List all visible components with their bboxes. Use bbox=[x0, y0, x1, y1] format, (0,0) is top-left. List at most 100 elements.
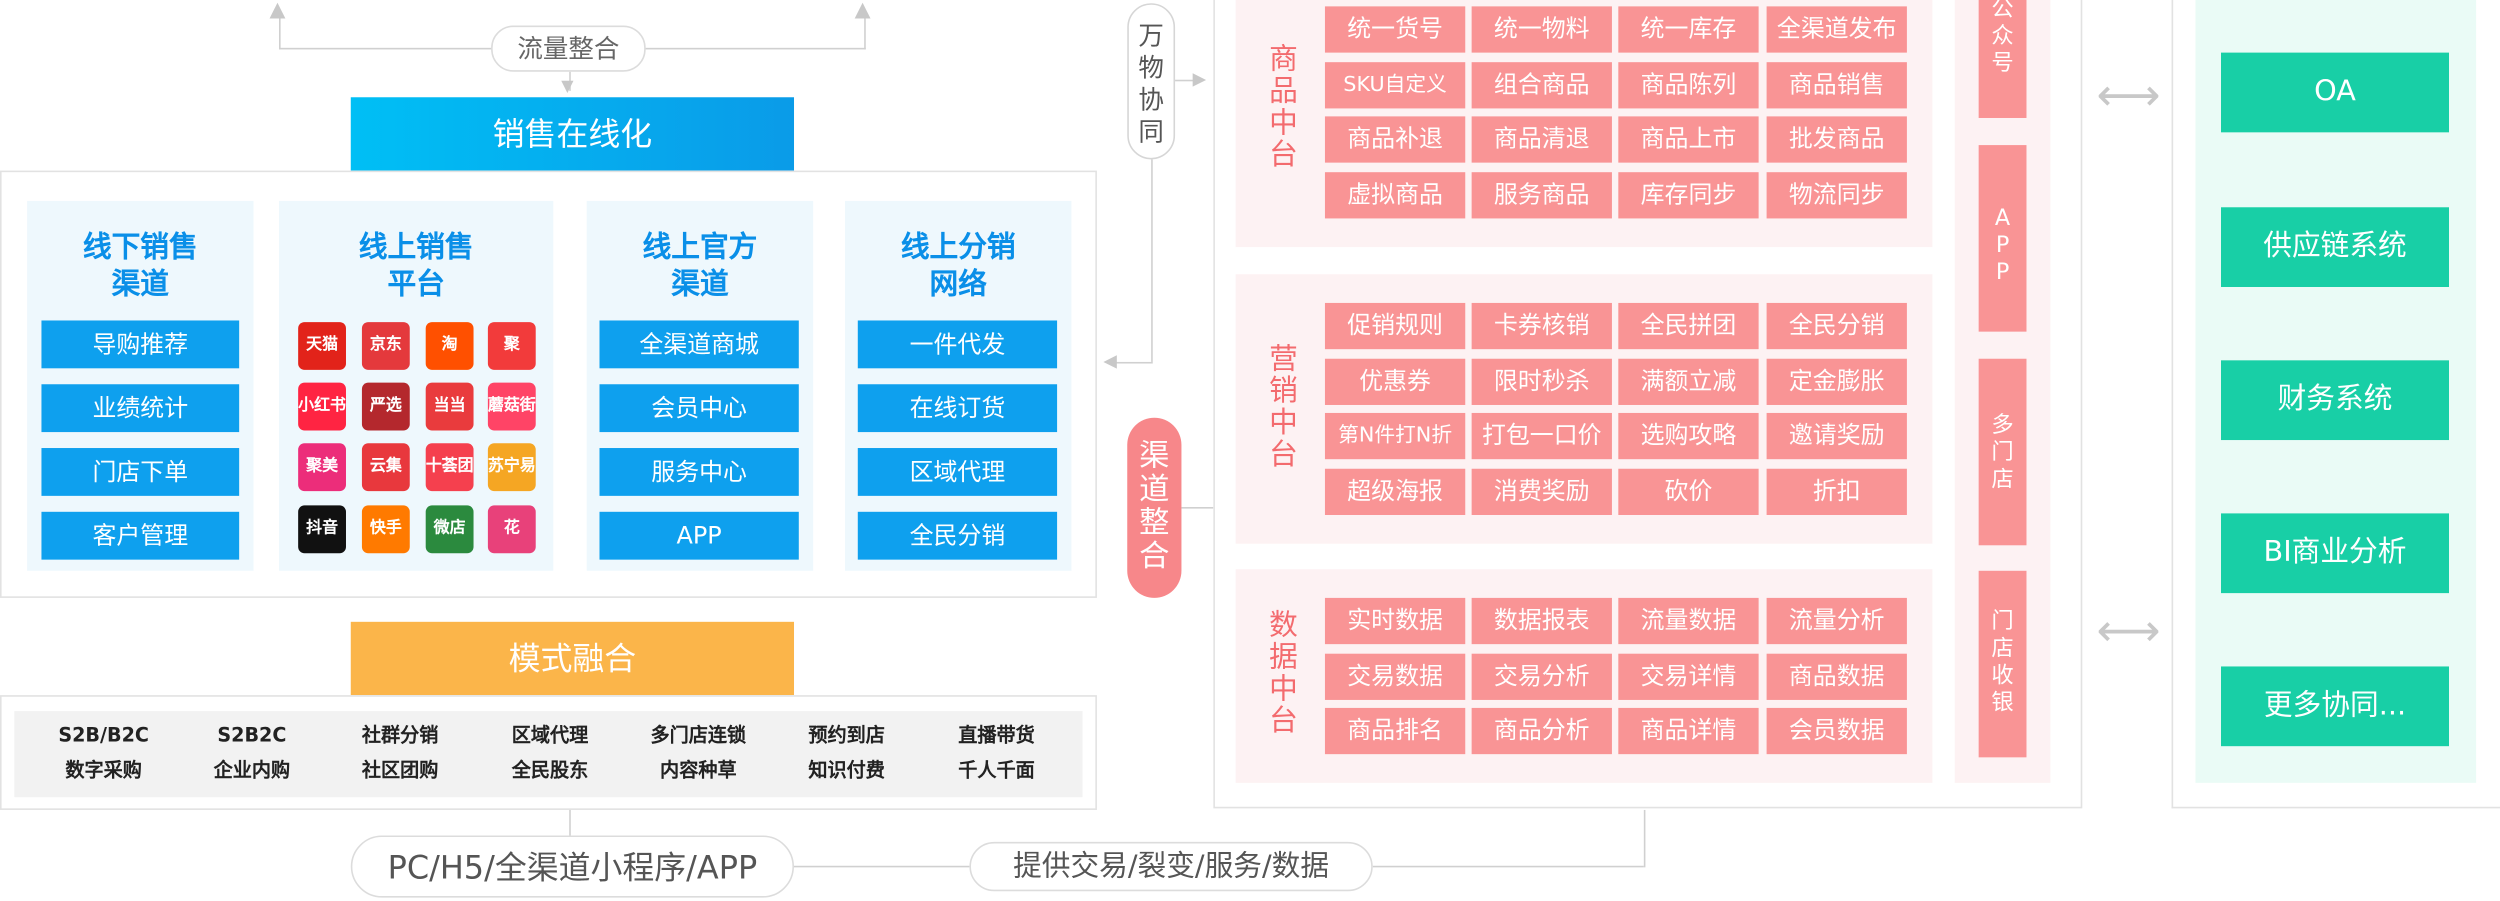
platform-item: 流量数据 bbox=[1618, 597, 1759, 645]
platform-logo-icon: 当当 bbox=[425, 382, 474, 431]
platform-logo-icon: 京东 bbox=[361, 322, 410, 370]
offline-channel-card: 线下销售 渠道 导购推荐 业绩统计 门店下单 客户管理 bbox=[27, 200, 254, 571]
platform-title: 数据中台 bbox=[1269, 609, 1298, 739]
channel-title: 线下销售 bbox=[82, 231, 198, 265]
connector-line bbox=[1372, 865, 1644, 868]
mode-item: S2B/B2C bbox=[58, 723, 149, 747]
platform-item: 满额立减 bbox=[1618, 357, 1759, 405]
platform-item: 商品陈列 bbox=[1618, 61, 1759, 108]
platform-item: 流量分析 bbox=[1766, 597, 1907, 645]
distribution-network-card: 线上分销 网络 一件代发 在线订货 区域代理 全民分销 bbox=[845, 200, 1072, 571]
platform-item: 折扣 bbox=[1766, 467, 1907, 515]
platform-title: 营销中台 bbox=[1269, 342, 1298, 472]
platform-item: 限时秒杀 bbox=[1471, 357, 1612, 405]
channel-item: 会员中心 bbox=[599, 384, 799, 433]
channel-item: 全民分销 bbox=[857, 511, 1058, 560]
mode-item: 预约到店 bbox=[808, 723, 885, 747]
platform-item: 统一货号 bbox=[1324, 6, 1466, 53]
platform-logo-icon: 花 bbox=[487, 505, 536, 554]
channel-integration-label: 渠道整合 bbox=[1139, 438, 1170, 574]
platform-item: SKU自定义 bbox=[1324, 61, 1466, 108]
platform-logo-icon: 苏宁易购 bbox=[487, 443, 536, 492]
mode-item: 内容种草 bbox=[660, 758, 737, 782]
platform-logo-icon: 小红书 bbox=[298, 382, 346, 431]
platform-logo-icon: 十荟团 bbox=[425, 443, 474, 492]
platform-item: 全民拼团 bbox=[1618, 302, 1759, 350]
platform-item: 商品分析 bbox=[1471, 707, 1612, 755]
platform-logo-icon: 天猫 bbox=[298, 322, 346, 370]
channel-item: 导购推荐 bbox=[41, 320, 240, 369]
platform-item: 统一库存 bbox=[1618, 6, 1759, 53]
channel-item: 区域代理 bbox=[857, 448, 1058, 496]
connector-line bbox=[1175, 79, 1198, 82]
system-oa: OA bbox=[2220, 52, 2449, 133]
platform-item: 库存同步 bbox=[1618, 171, 1759, 218]
platform-item: 商品排名 bbox=[1324, 707, 1466, 755]
platform-title: 商品中台 bbox=[1269, 43, 1298, 173]
connector-line bbox=[864, 9, 866, 50]
system-bi: BI商业分析 bbox=[2220, 513, 2449, 594]
connector-line bbox=[1151, 159, 1153, 362]
connector-line bbox=[1181, 507, 1214, 509]
platform-item: 交易详情 bbox=[1618, 652, 1759, 700]
channel-title: 渠道 bbox=[111, 267, 170, 302]
double-arrow-icon: ⟷ bbox=[2096, 604, 2161, 657]
platform-item: 打包一口价 bbox=[1471, 412, 1612, 460]
channel-item: 门店下单 bbox=[41, 448, 240, 496]
connector-line bbox=[794, 865, 970, 868]
platform-item: 交易分析 bbox=[1471, 652, 1612, 700]
mode-fusion-header: 模式融合 bbox=[350, 621, 795, 696]
arrow-up-icon: ▲ bbox=[854, 0, 871, 23]
arrow-up-icon: ▲ bbox=[269, 0, 286, 23]
platform-item: 服务商品 bbox=[1471, 171, 1612, 218]
platform-item: 商品数据 bbox=[1766, 652, 1907, 700]
vertical-tab: 公众号 bbox=[1978, 0, 2027, 118]
platform-item: 卡券核销 bbox=[1471, 302, 1612, 350]
sales-online-header: 销售在线化 bbox=[350, 97, 795, 171]
platform-logo-icon: 聚美 bbox=[298, 443, 346, 492]
mode-item: 知识付费 bbox=[808, 758, 885, 782]
connector-line bbox=[569, 71, 571, 91]
platform-item: 批发商品 bbox=[1766, 116, 1907, 163]
platform-logo-icon: 快手 bbox=[361, 505, 410, 554]
arrow-right-icon: ▶ bbox=[1192, 68, 1207, 90]
mode-item: 多门店连锁 bbox=[650, 723, 747, 747]
platform-logo-icon: 云集 bbox=[361, 443, 410, 492]
channel-item: 服务中心 bbox=[599, 448, 799, 496]
platform-item: 商品清退 bbox=[1471, 116, 1612, 163]
platform-item: 选购攻略 bbox=[1618, 412, 1759, 460]
system-finance: 财务系统 bbox=[2220, 360, 2449, 441]
channel-item: 客户管理 bbox=[41, 511, 240, 560]
mode-item: S2B2C bbox=[217, 723, 287, 747]
channel-item: 全渠道商城 bbox=[599, 320, 799, 369]
channel-item: 一件代发 bbox=[857, 320, 1058, 369]
platform-logo-icon: 聚 bbox=[487, 322, 536, 370]
connector-line bbox=[1112, 361, 1153, 364]
official-channel-card: 线上官方 渠道 全渠道商城 会员中心 服务中心 APP bbox=[586, 200, 814, 571]
channel-integration-pill: 渠道整合 bbox=[1127, 417, 1182, 598]
connector-line bbox=[1643, 809, 1646, 868]
platform-item: 会员数据 bbox=[1766, 707, 1907, 755]
platform-item: 数据报表 bbox=[1471, 597, 1612, 645]
platform-item: 优惠券 bbox=[1324, 357, 1466, 405]
platform-logo-icon: 微店 bbox=[425, 505, 474, 554]
platform-item: 邀请奖励 bbox=[1766, 412, 1907, 460]
mode-item: 全民股东 bbox=[511, 758, 589, 782]
mode-item: 社区团购 bbox=[361, 758, 439, 782]
connector-line bbox=[279, 9, 281, 50]
system-supply-chain: 供应链系统 bbox=[2220, 207, 2449, 287]
platform-item: 商品上市 bbox=[1618, 116, 1759, 163]
mode-item: 企业内购 bbox=[213, 758, 291, 782]
platform-item: 全渠道发布 bbox=[1766, 6, 1907, 53]
platform-item: 砍价 bbox=[1618, 467, 1759, 515]
channel-item: 在线订货 bbox=[857, 384, 1058, 433]
mode-item: 千人千面 bbox=[958, 758, 1035, 782]
arrow-down-icon: ▼ bbox=[561, 78, 574, 96]
mode-item: 直播带货 bbox=[958, 723, 1035, 747]
mode-item: 数字采购 bbox=[65, 758, 142, 782]
platform-item: 交易数据 bbox=[1324, 652, 1466, 700]
channel-title: 渠道 bbox=[671, 267, 729, 302]
platforms-pill: PC/H5/全渠道小程序/APP bbox=[350, 835, 795, 898]
channel-title: 线上分销 bbox=[900, 231, 1016, 265]
channel-title: 网络 bbox=[929, 267, 987, 302]
